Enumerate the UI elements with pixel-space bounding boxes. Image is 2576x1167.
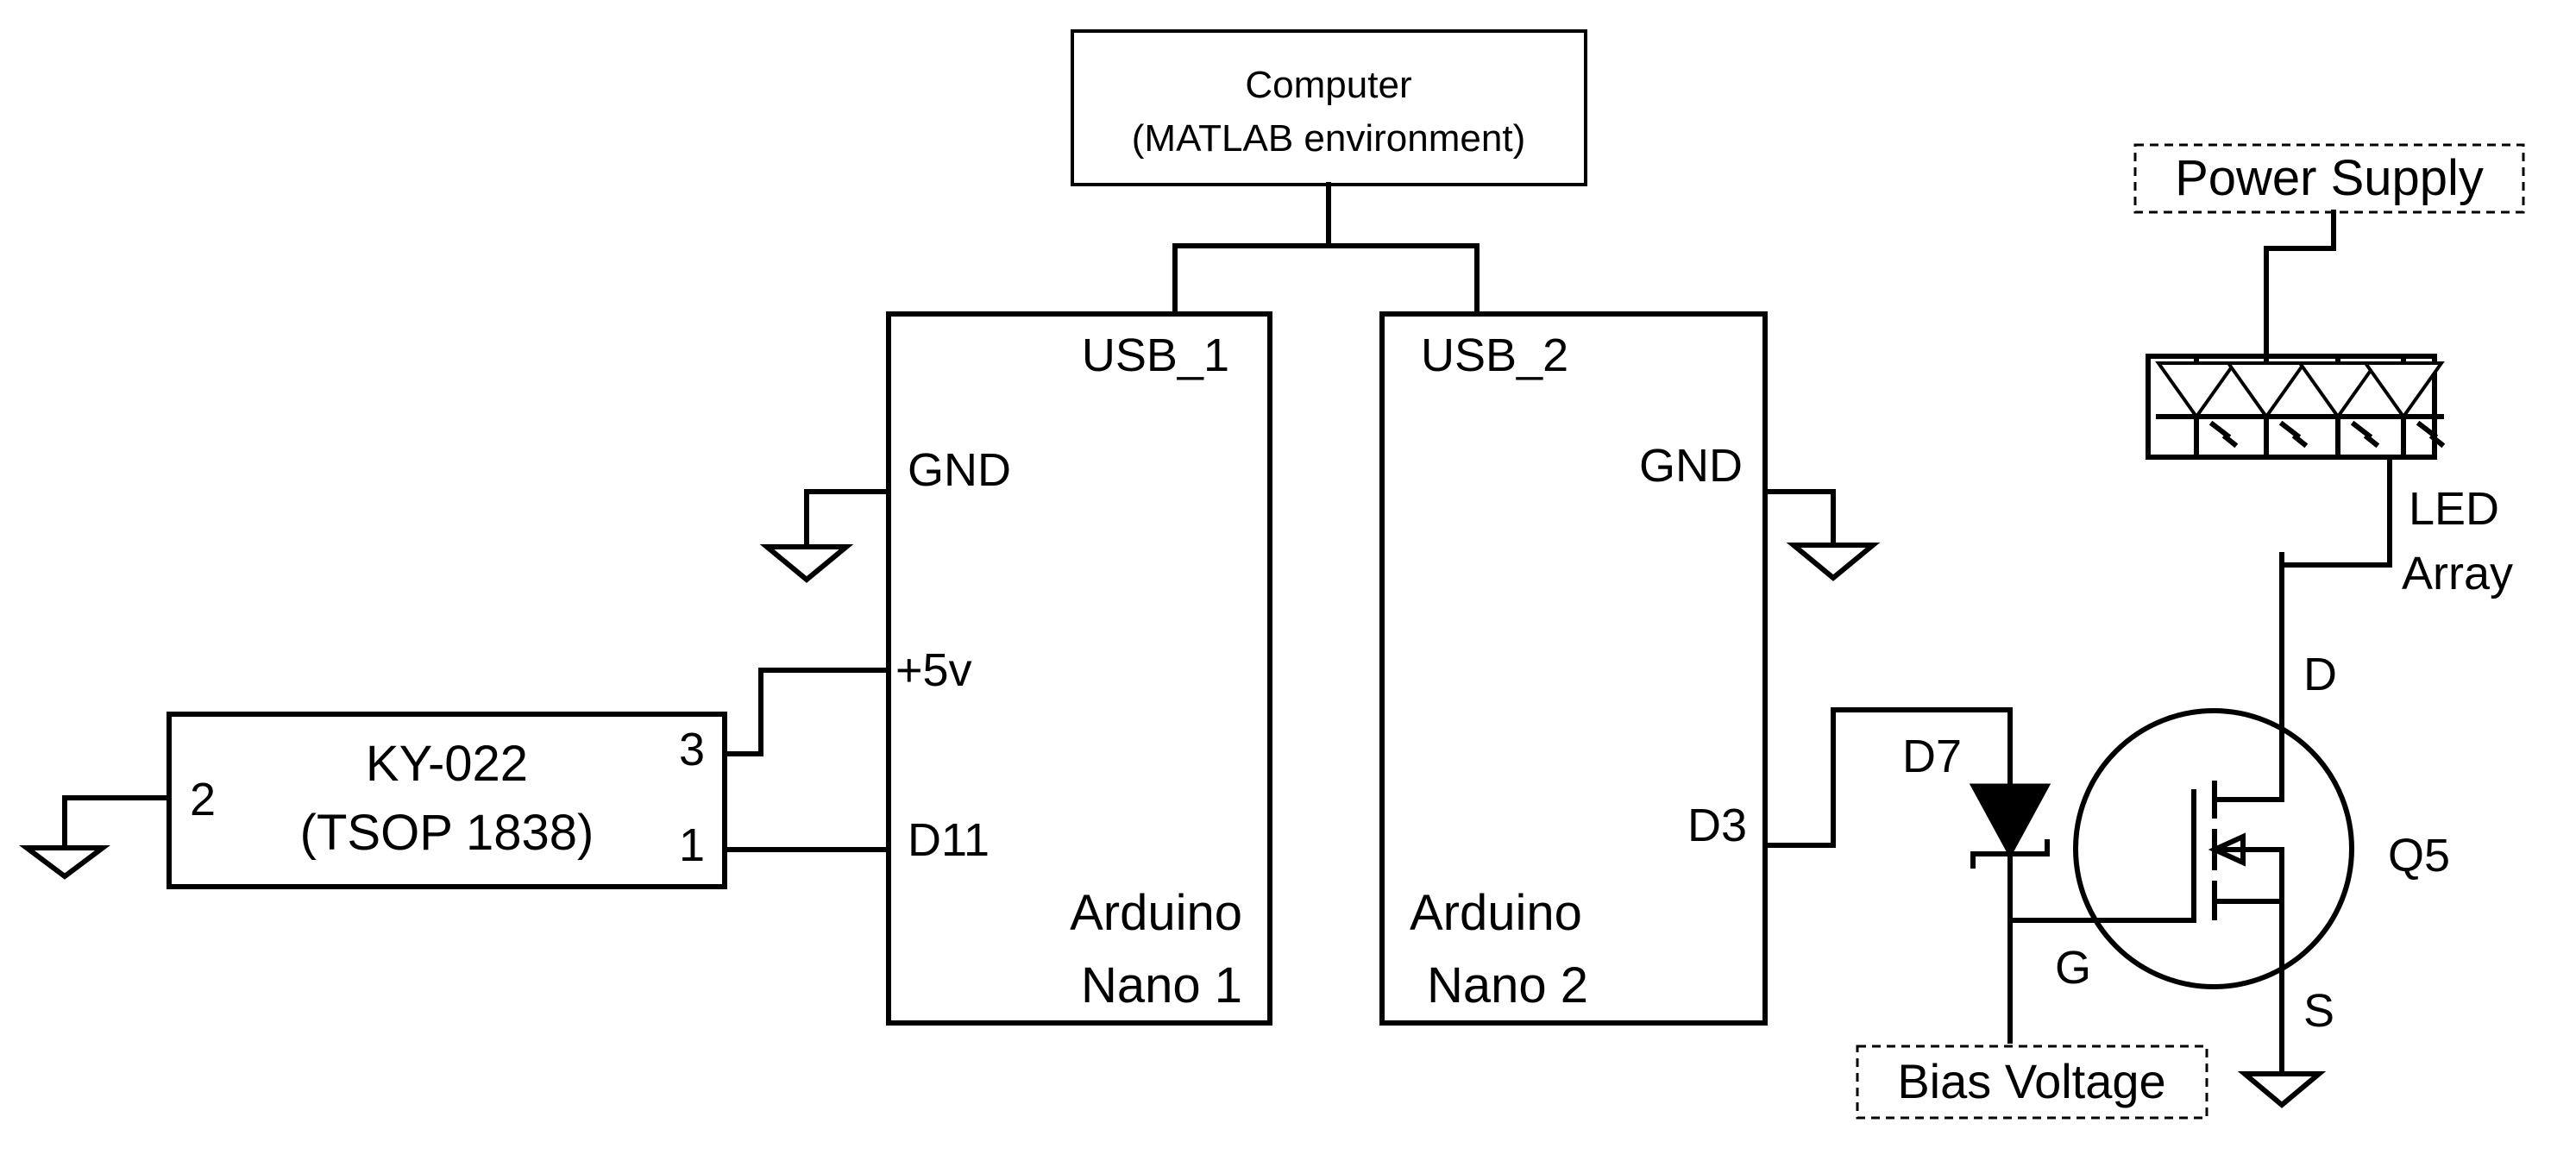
nano2-usb-label: USB_2 [1421,329,1568,381]
bias-voltage-label-box: Bias Voltage [1856,1045,2208,1120]
arduino-nano-1: USB_1 GND +5v D11 Arduino Nano 1 [886,311,1272,1026]
nano1-gnd-wire [804,489,891,549]
mosfet-q5-label: Q5 [2388,830,2450,882]
ky022-pin3-label: 3 [679,724,705,775]
power-supply-label: Power Supply [2175,150,2484,206]
ky022-pin1-label: 1 [679,819,705,871]
nano2-d3-label: D3 [1687,800,1747,851]
computer-label-line2: (MATLAB environment) [1132,117,1525,160]
led-3 [2296,354,2380,460]
mosfet-source-label: S [2303,985,2334,1037]
mosfet-gate-label: G [2055,942,2091,994]
bias-voltage-label: Bias Voltage [1897,1054,2165,1108]
led-4 [2362,354,2446,460]
nano1-usb-label: USB_1 [1082,329,1229,381]
nano1-5v-label: +5v [895,644,972,696]
mosfet-drain-label: D [2303,649,2337,700]
ky022-name-line2: (TSOP 1838) [300,805,594,861]
nano2-gnd-label: GND [1639,440,1743,492]
wire-gate [2007,858,2196,923]
diode-d7-label: D7 [1902,731,1962,782]
led-array: LED Array [2146,354,2513,599]
ky022-name-line1: KY-022 [366,736,528,792]
ky022-gnd-wire [62,795,172,850]
wire-5v-to-ky022 [722,668,891,756]
nano1-name-line1: Arduino [1070,885,1242,941]
led-array-label-line1: LED [2409,483,2499,535]
nano1-d11-label: D11 [908,814,990,866]
nano2-gnd-wire [1762,489,1836,548]
wire-d3-to-diode [1762,707,2013,848]
nano1-gnd-label: GND [908,444,1011,496]
ky022-module: KY-022 (TSOP 1838) 2 3 1 [166,712,727,889]
mosfet-q5: Q5 D G S [2055,552,2450,1076]
diode-d7: D7 [1902,731,2051,869]
wire-power-supply [2264,210,2336,359]
led-array-label-line2: Array [2402,548,2513,599]
led-2 [2225,354,2309,460]
ground-symbol-nano2 [1786,543,1881,581]
nano2-name-line2: Nano 2 [1427,957,1588,1013]
ky022-pin2-label: 2 [190,774,216,825]
nano2-name-line1: Arduino [1410,885,1582,941]
ground-symbol-source [2237,1071,2327,1108]
nano1-name-line2: Nano 1 [1081,957,1242,1013]
power-supply-label-box: Power Supply [2133,143,2525,214]
led-1 [2155,354,2239,460]
ground-symbol-ky022 [19,845,110,880]
ground-symbol-nano1 [759,544,854,583]
computer-block: Computer (MATLAB environment) [1071,29,1587,186]
arduino-nano-2: USB_2 GND D3 Arduino Nano 2 [1379,311,1768,1026]
computer-label-line1: Computer [1245,64,1411,106]
wire-drain-to-led [2279,455,2392,568]
